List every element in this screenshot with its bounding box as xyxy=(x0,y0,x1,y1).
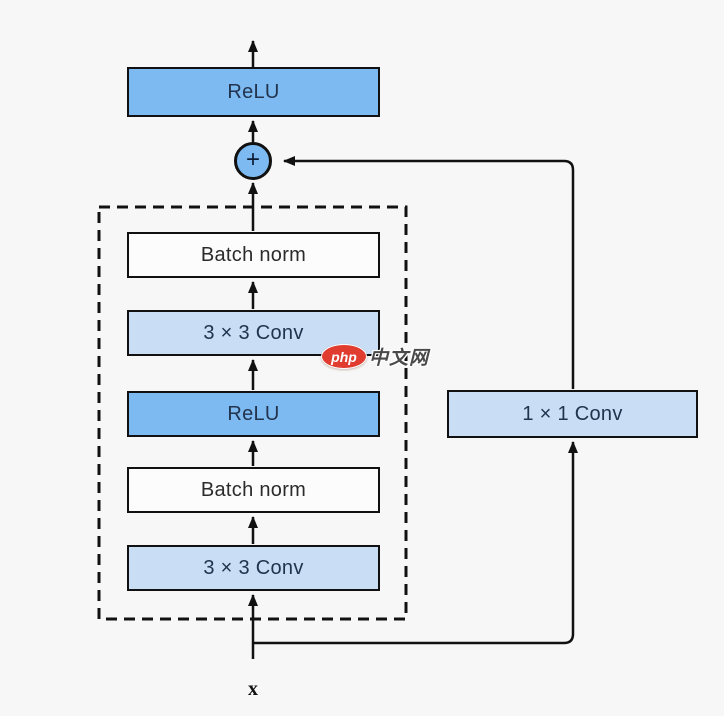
watermark-site-text: 中文网 xyxy=(369,348,430,369)
watermark: php 中文网 xyxy=(321,343,429,370)
plus-operator-node: + xyxy=(234,142,272,180)
skip-line-input-to-conv1 xyxy=(253,441,578,645)
block-conv3x3-upper: 3 × 3 Conv xyxy=(127,310,380,356)
block-batch-norm-upper: Batch norm xyxy=(127,232,380,278)
block-relu-output: ReLU xyxy=(127,67,380,117)
skip-line-conv1-to-plus xyxy=(283,156,575,389)
input-label-x: x xyxy=(248,678,258,700)
block-batch-norm-lower: Batch norm xyxy=(127,467,380,513)
block-conv3x3-lower: 3 × 3 Conv xyxy=(127,545,380,591)
php-logo-icon: php xyxy=(321,344,367,369)
block-conv1x1-skip: 1 × 1 Conv xyxy=(447,390,698,438)
block-relu-inner: ReLU xyxy=(127,391,380,437)
